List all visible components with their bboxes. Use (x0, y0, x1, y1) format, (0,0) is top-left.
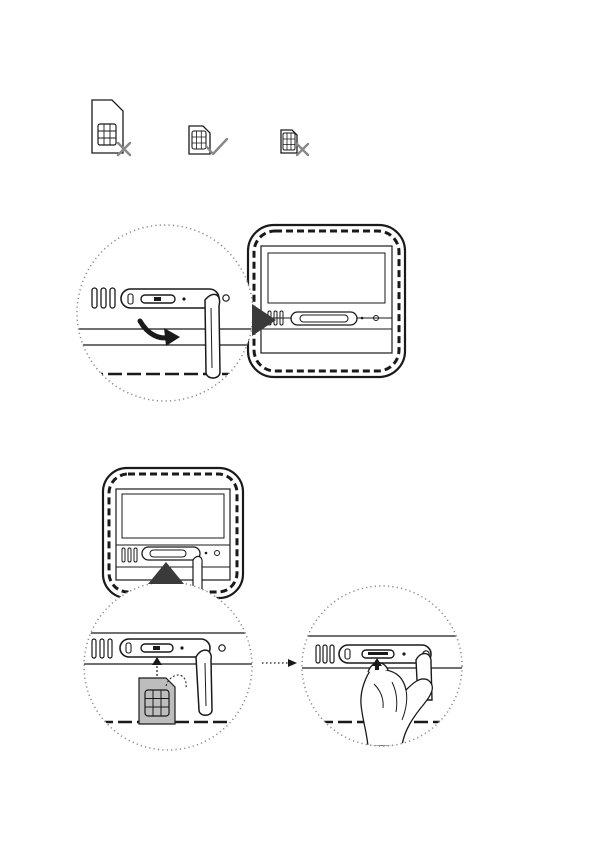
step-insert-sim-card (80, 468, 260, 750)
zoom-view-push-sim (300, 586, 470, 746)
zoom-view-insert-sim (80, 582, 260, 750)
micro-sim-card (139, 678, 175, 724)
sim-card-slot (121, 289, 219, 308)
step-open-slot-cover (70, 225, 405, 401)
sim-card-slot (120, 639, 210, 657)
standard-sim-icon (92, 100, 123, 153)
step-push-sim-card (300, 586, 470, 746)
sim-size-row (92, 100, 308, 155)
nano-sim-icon (281, 130, 297, 153)
slot-cover-flap (205, 294, 220, 378)
cross-icon (297, 144, 308, 155)
zoom-view-slot-cover (70, 225, 262, 401)
router-device-back (248, 225, 405, 377)
dotted-arrow-icon (262, 659, 297, 667)
slot-cover-flap (196, 650, 212, 715)
micro-sim-icon (189, 126, 210, 154)
